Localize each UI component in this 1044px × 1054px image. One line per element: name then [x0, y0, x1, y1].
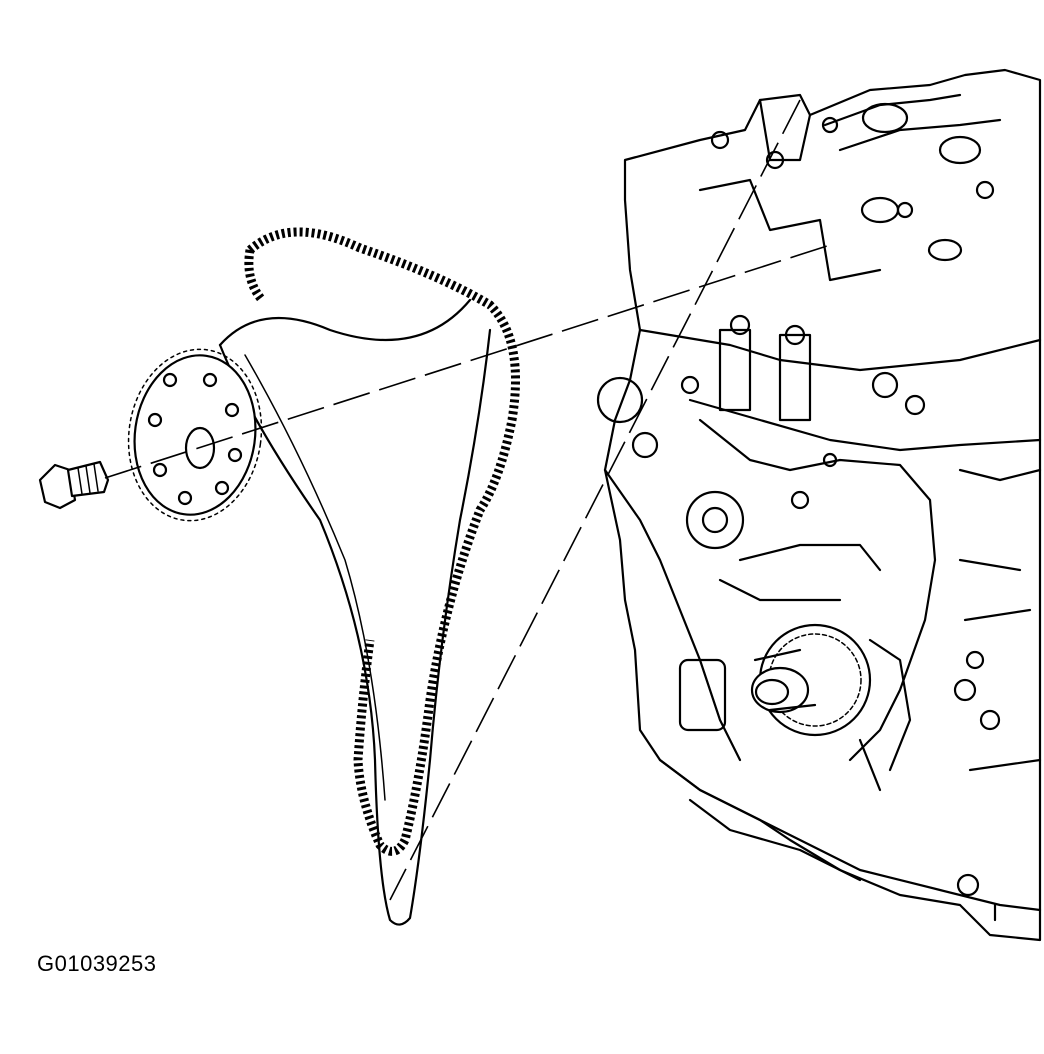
chain-guide	[218, 298, 492, 926]
camshaft-sprocket	[127, 348, 263, 522]
sprocket-bolt	[38, 460, 110, 510]
figure-id-label: G01039253	[37, 951, 157, 976]
engine-block	[596, 68, 1042, 942]
alignment-lines	[104, 99, 831, 901]
timing-chain	[244, 227, 520, 856]
